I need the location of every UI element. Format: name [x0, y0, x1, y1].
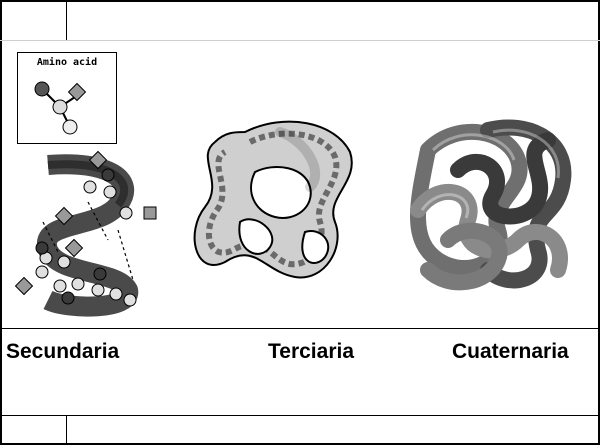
bottom-divider — [66, 415, 67, 445]
header-separator — [0, 40, 600, 41]
caption-separator — [0, 328, 600, 329]
amino-acid-legend: Amino acid — [17, 52, 117, 144]
quaternary-structure — [410, 119, 572, 291]
amino-acid-icon — [34, 81, 87, 135]
tertiary-label: Terciaria — [268, 340, 354, 363]
footer-separator — [0, 415, 600, 416]
secondary-structure-helix — [14, 150, 157, 317]
legend-title: Amino acid — [36, 57, 98, 68]
top-divider — [66, 0, 67, 40]
quaternary-label: Cuaternaria — [452, 340, 569, 363]
tertiary-structure — [193, 120, 353, 279]
secondary-label: Secundaria — [6, 340, 120, 363]
